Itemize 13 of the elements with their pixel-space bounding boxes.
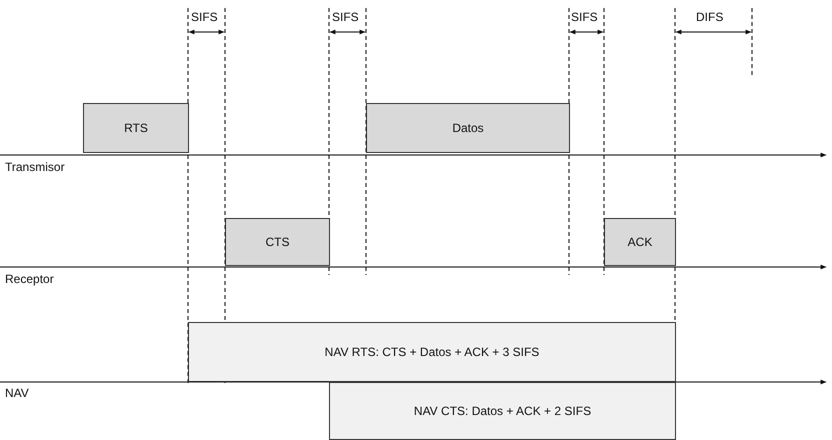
interval-label: DIFS bbox=[695, 10, 724, 24]
axis-label: Transmisor bbox=[4, 160, 66, 174]
interval-label: SIFS bbox=[190, 10, 219, 24]
frame-box: NAV CTS: Datos + ACK + 2 SIFS bbox=[329, 382, 676, 440]
frame-box: ACK bbox=[604, 218, 676, 266]
frame-box: Datos bbox=[366, 103, 570, 153]
interval-label: SIFS bbox=[570, 10, 599, 24]
frame-box: CTS bbox=[225, 218, 330, 266]
frame-box: RTS bbox=[83, 103, 189, 153]
interval-label: SIFS bbox=[331, 10, 360, 24]
axis-label: NAV bbox=[4, 386, 30, 400]
axis-label: Receptor bbox=[4, 272, 55, 286]
frame-box: NAV RTS: CTS + Datos + ACK + 3 SIFS bbox=[188, 322, 676, 382]
